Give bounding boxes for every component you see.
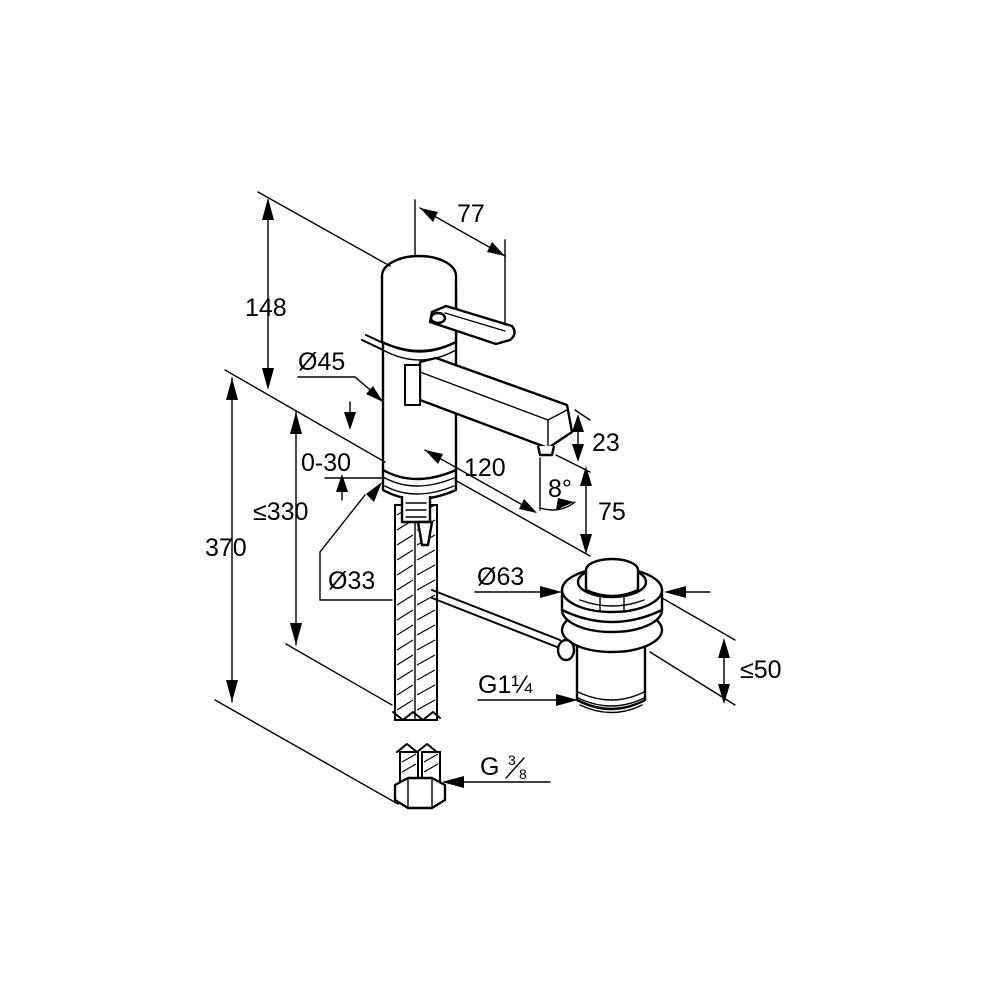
dim-diameter-63: Ø63 [477,563,524,591]
dim-0-30: 0-30 [301,449,351,477]
dim-diameter-33: Ø33 [328,567,375,595]
dim-120: 120 [464,454,506,482]
thread-g-numerator: 3 [508,752,516,768]
dimension-labels: 148 77 Ø45 0-30 ≤330 370 120 23 8° 75 Ø3… [205,200,782,782]
thread-g-denominator: 8 [519,766,527,782]
hose-connector [393,743,447,810]
dimension-lines [214,191,736,805]
thread-g1-1-4: G1¼ [478,671,533,699]
thread-g-label: G [480,753,499,781]
dim-330: ≤330 [253,498,308,526]
dim-50: ≤50 [740,656,782,684]
pop-up-waste [431,557,664,714]
dim-8-degrees: 8° [548,475,572,503]
dim-23: 23 [592,429,620,457]
lever-handle [428,304,516,346]
dim-77: 77 [457,200,485,228]
dim-75: 75 [598,498,626,526]
dim-148: 148 [245,294,287,322]
dim-diameter-45: Ø45 [298,348,345,376]
flex-hose [392,504,441,721]
dim-370: 370 [205,534,247,562]
